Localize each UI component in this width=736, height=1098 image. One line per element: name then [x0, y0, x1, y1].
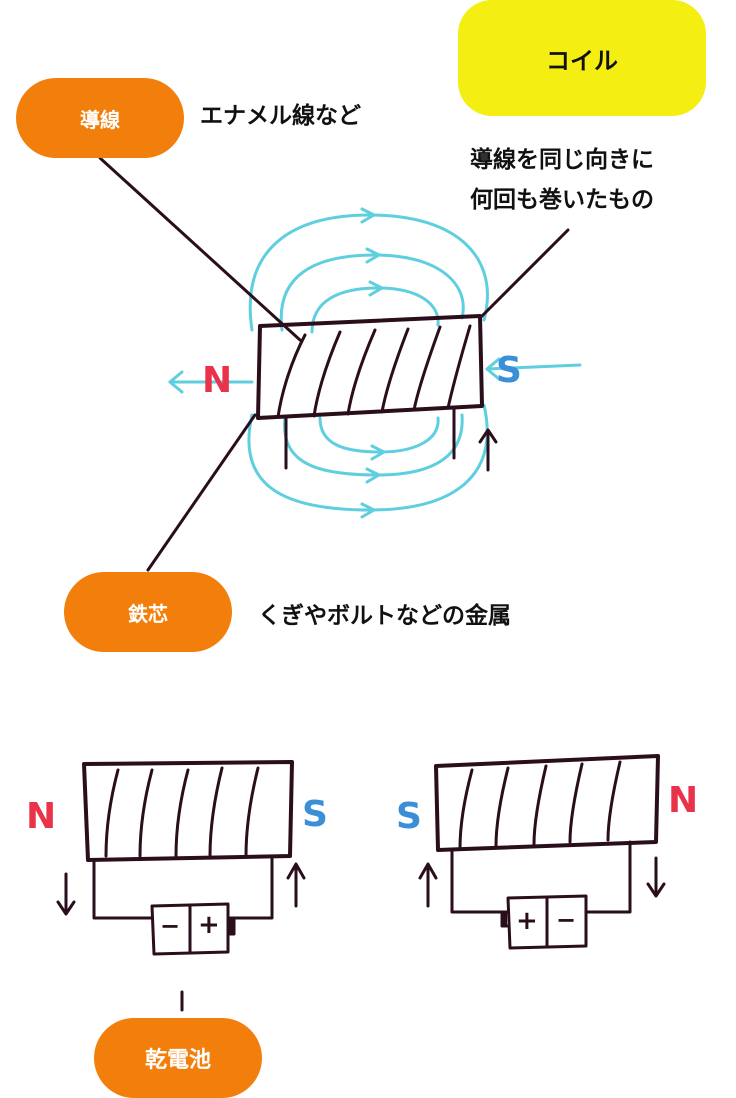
magnetic-field-lines [168, 207, 582, 519]
iron-core-body [256, 314, 484, 420]
coil-windings [276, 324, 472, 419]
circuit-left [56, 760, 306, 956]
battery-left-plus: + [198, 910, 220, 940]
core-label: 鉄芯 [128, 601, 168, 626]
coil-label: コイル [546, 46, 618, 75]
battery-left-minus: − [160, 912, 181, 940]
pole-bottom-a-left: N [26, 796, 57, 837]
pole-bottom-a-right: S [302, 794, 328, 835]
circuit-right [418, 754, 666, 950]
core-description: くぎやボルトなどの金属 [258, 603, 511, 629]
wire-label-pill: 導線 [16, 78, 184, 158]
coil-description-line-2: 何回も巻いたもの [470, 187, 654, 213]
battery-label: 乾電池 [144, 1048, 211, 1073]
battery-right-plus: + [516, 906, 538, 936]
battery-left [150, 902, 230, 956]
pole-bottom-b-left: S [396, 796, 422, 837]
leader-lines [98, 156, 570, 1012]
coil-label-pill: コイル [458, 0, 706, 116]
wire-description: エナメル線など [200, 103, 361, 129]
battery-right [506, 894, 588, 950]
battery-label-pill: 乾電池 [94, 1018, 262, 1098]
battery-right-minus: − [556, 906, 577, 934]
core-label-pill: 鉄芯 [64, 572, 232, 652]
pole-top-left: N [202, 360, 233, 401]
current-arrow [478, 428, 498, 472]
pole-top-right: S [496, 350, 522, 391]
pole-bottom-b-right: N [668, 780, 699, 821]
wire-label: 導線 [80, 107, 120, 132]
main-electromagnet [256, 314, 498, 472]
coil-description-line-1: 導線を同じ向きに [470, 147, 654, 173]
coil-left-body [82, 760, 294, 862]
coil-right-body [434, 754, 660, 852]
